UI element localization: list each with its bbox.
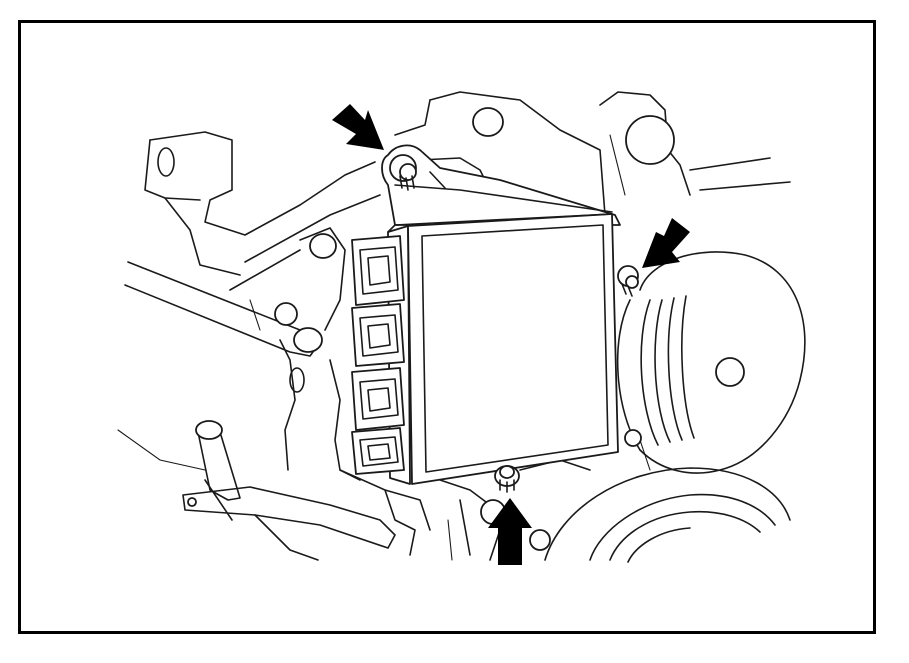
connector-4 xyxy=(351,427,405,475)
mounting-bolts xyxy=(389,154,639,493)
arrow-right-bolt xyxy=(642,218,690,268)
connector-3 xyxy=(351,367,405,431)
arm-bushing xyxy=(293,327,323,353)
ecu-connectors xyxy=(351,235,405,475)
ecu-bracket xyxy=(381,144,621,226)
ecu-front-face xyxy=(407,213,619,485)
bolt-bottom xyxy=(494,465,520,493)
upper-engine-block xyxy=(394,91,791,216)
indicator-arrows xyxy=(332,104,690,565)
pipe-end xyxy=(195,420,223,440)
lower-hole-right xyxy=(529,529,551,551)
lower-pipe-bracket xyxy=(182,420,431,561)
mount-hole-left xyxy=(309,233,337,259)
ecu-module xyxy=(387,213,619,485)
mount-hole-small xyxy=(274,302,298,326)
connector-2 xyxy=(351,303,405,367)
top-right-port xyxy=(625,115,675,165)
block-hole-top xyxy=(472,107,504,137)
bolt-top xyxy=(389,154,417,191)
left-bracket-assembly xyxy=(117,131,381,481)
arrow-bottom-bolt xyxy=(488,498,532,565)
arrow-top-bolt xyxy=(332,104,384,150)
bolt-right xyxy=(617,265,639,297)
slot-hole xyxy=(289,367,305,393)
pulley-assembly xyxy=(544,251,806,563)
connector-1 xyxy=(351,235,405,306)
pulley-hub xyxy=(715,357,745,387)
bracket-hole xyxy=(157,147,175,177)
